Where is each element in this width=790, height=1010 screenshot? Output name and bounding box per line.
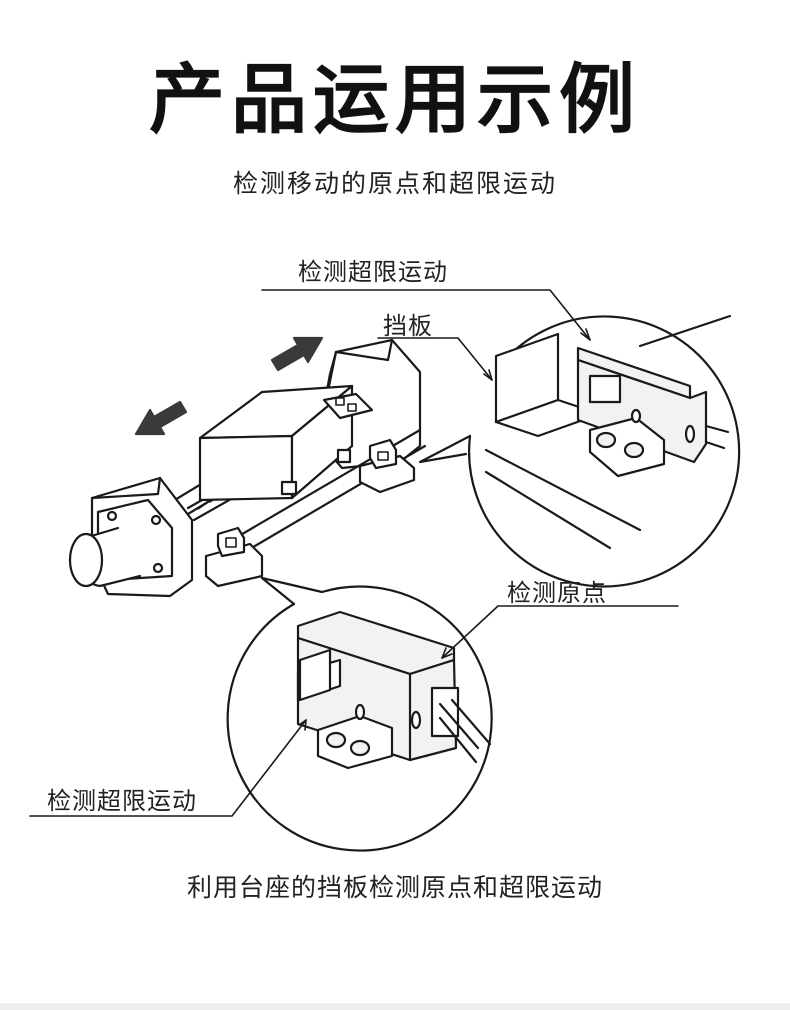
page-subtitle: 检测移动的原点和超限运动	[232, 169, 557, 198]
sensor-bracket-left	[204, 526, 264, 588]
leader-lines	[29, 289, 679, 817]
caption: 利用台座的挡板检测原点和超限运动	[186, 873, 603, 902]
photo-sensor-bottom	[296, 610, 492, 770]
bottom-divider	[0, 1003, 790, 1010]
label-baffle: 挡板	[383, 312, 433, 340]
sensor-bracket-right	[358, 438, 416, 494]
photo-sensor-top	[576, 346, 730, 478]
arrow-right-icon	[270, 336, 324, 372]
arrow-left-icon	[134, 400, 188, 436]
zoom-circle-bottom	[226, 576, 493, 852]
motion-arrows	[134, 336, 324, 436]
linear-stage	[68, 338, 427, 598]
label-bottom-overtravel: 检测超限运动	[47, 787, 197, 815]
motor	[68, 526, 142, 588]
page-title: 产品运用示例	[149, 55, 641, 144]
baffle-plate	[494, 332, 602, 438]
label-origin: 检测原点	[507, 579, 607, 607]
label-top-overtravel: 检测超限运动	[298, 258, 448, 286]
zoom-circle-top	[418, 314, 741, 588]
